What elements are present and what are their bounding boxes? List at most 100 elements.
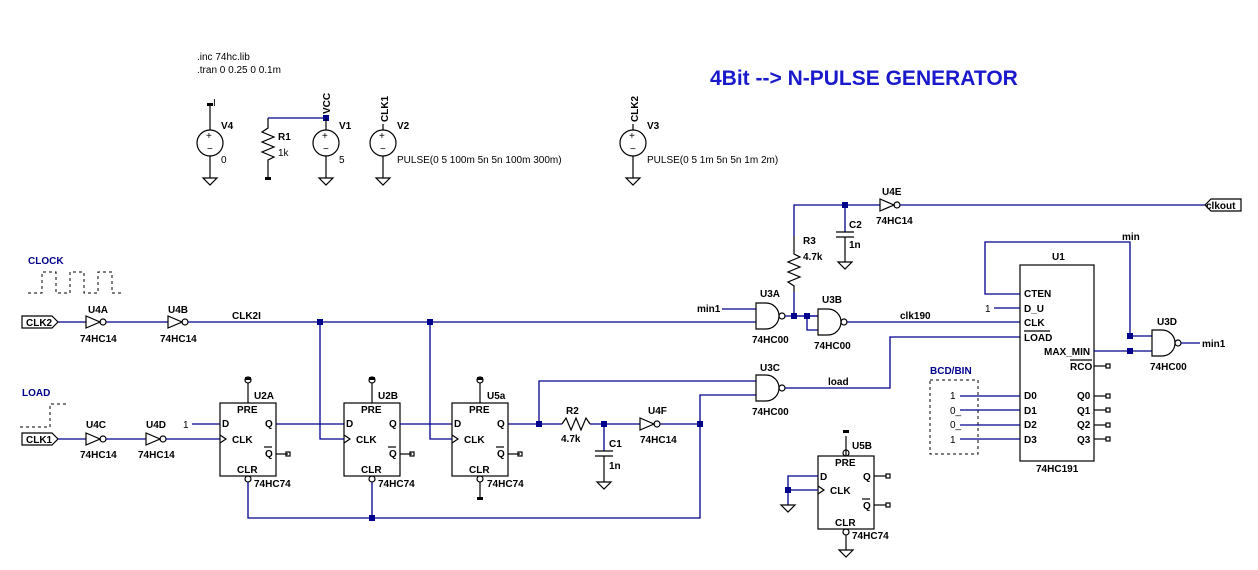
clk2-port-label: CLK2 — [26, 318, 53, 329]
svg-text:U3C: U3C — [760, 363, 780, 374]
include-directive: .inc 74hc.lib — [197, 52, 250, 63]
port-clkout: clkout — [1204, 198, 1242, 212]
bcd-box — [929, 379, 979, 455]
nand-u3d: U3D 74HC00 — [1150, 317, 1187, 373]
svg-text:74HC00: 74HC00 — [1150, 362, 1187, 373]
net-min1-out: min1 — [1202, 339, 1226, 350]
svg-text:D1: D1 — [1024, 406, 1037, 417]
svg-text:Q0: Q0 — [1077, 391, 1091, 402]
bcd-label: BCD/BIN — [930, 366, 972, 377]
svg-text:U4D: U4D — [146, 420, 166, 431]
nand-u3c: U3C 74HC00 — [752, 363, 789, 418]
svg-text:74HC00: 74HC00 — [752, 407, 789, 418]
svg-text:U4F: U4F — [648, 406, 667, 417]
resistor-r2: R2 4.7k — [561, 406, 591, 445]
net-clk2i: CLK2I — [232, 311, 261, 322]
svg-text:Q: Q — [389, 449, 397, 460]
svg-text:D: D — [820, 472, 827, 483]
v2-name: V2 — [397, 121, 410, 132]
svg-text:−: − — [380, 144, 386, 155]
v2-value: PULSE(0 5 100m 5n 5n 100m 300m) — [397, 155, 562, 166]
svg-text:U2B: U2B — [378, 391, 398, 402]
svg-text:0_: 0_ — [950, 406, 962, 417]
svg-text:Q2: Q2 — [1077, 420, 1091, 431]
clock-label: CLOCK — [28, 256, 64, 267]
svg-text:4.7k: 4.7k — [803, 252, 823, 263]
flipflop-u5a: PRE CLR D CLK Q Q U5a 74HC74 — [451, 376, 524, 500]
svg-text:CLK: CLK — [830, 486, 851, 497]
svg-text:1: 1 — [950, 435, 956, 446]
svg-text:CLK: CLK — [1024, 318, 1045, 329]
r1-name: R1 — [278, 132, 291, 143]
port-clk1: CLK1 — [21, 432, 59, 446]
svg-text:D: D — [346, 419, 353, 430]
svg-text:RCO: RCO — [1070, 362, 1092, 373]
svg-text:D3: D3 — [1024, 435, 1037, 446]
load-waveform — [20, 403, 68, 428]
svg-text:U5B: U5B — [852, 441, 872, 452]
svg-text:U4E: U4E — [882, 187, 902, 198]
svg-text:CLK: CLK — [356, 435, 377, 446]
svg-text:U3B: U3B — [822, 295, 842, 306]
r1-value: 1k — [278, 148, 290, 159]
svg-text:Q1: Q1 — [1077, 406, 1091, 417]
svg-text:+: + — [206, 131, 212, 142]
svg-text:74HC14: 74HC14 — [160, 334, 197, 345]
svg-text:Q: Q — [265, 449, 273, 460]
svg-text:1n: 1n — [609, 461, 621, 472]
svg-text:74HC14: 74HC14 — [80, 450, 117, 461]
inverter-u4d: U4D 74HC14 — [138, 420, 175, 461]
v3-name: V3 — [647, 121, 660, 132]
svg-text:Q: Q — [265, 419, 273, 430]
inverter-u4e: U4E 74HC14 — [876, 187, 913, 227]
source-v2: + − CLK1 V2 PULSE(0 5 100m 5n 5n 100m 30… — [369, 95, 562, 186]
svg-text:C2: C2 — [849, 220, 862, 231]
resistor-r1: R1 1k — [260, 117, 326, 180]
svg-text:−: − — [323, 144, 329, 155]
svg-text:CLK: CLK — [464, 435, 485, 446]
counter-u1: U1 74HC191 CTEN D_U CLK LOAD D0 D1 D2 D3… — [1019, 252, 1111, 475]
svg-text:Q: Q — [389, 419, 397, 430]
svg-text:Q: Q — [863, 472, 871, 483]
svg-text:CLR: CLR — [469, 465, 490, 476]
load-label: LOAD — [22, 388, 50, 399]
capacitor-c2: C2 1n — [836, 205, 862, 270]
svg-text:D0: D0 — [1024, 391, 1037, 402]
inverter-u4b: U4B 74HC14 — [160, 305, 197, 345]
v1-value: 5 — [339, 155, 345, 166]
svg-text:CLR: CLR — [361, 465, 382, 476]
svg-text:4.7k: 4.7k — [561, 434, 581, 445]
svg-text:74HC74: 74HC74 — [852, 531, 889, 542]
svg-text:Q: Q — [863, 501, 871, 512]
v3-value: PULSE(0 5 1m 5n 5n 1m 2m) — [647, 155, 778, 166]
v4-name: V4 — [221, 121, 234, 132]
svg-text:Q3: Q3 — [1077, 435, 1091, 446]
svg-text:74HC00: 74HC00 — [814, 341, 851, 352]
svg-text:PRE: PRE — [361, 405, 382, 416]
v4-value: 0 — [221, 155, 227, 166]
inverter-u4a: U4A 74HC14 — [80, 305, 117, 345]
svg-text:+: + — [322, 131, 328, 142]
flipflop-u5b: PRE CLR D CLK Q Q U5B 74HC74 — [817, 430, 891, 558]
schematic-title: 4Bit --> N-PULSE GENERATOR — [710, 67, 1018, 90]
svg-text:MAX_MIN: MAX_MIN — [1044, 347, 1090, 358]
u2a-d-value: 1 — [183, 420, 189, 431]
nand-u3a: U3A 74HC00 — [752, 289, 789, 346]
source-v1: + − VCC V1 5 — [312, 93, 352, 186]
svg-text:U4B: U4B — [168, 305, 188, 316]
svg-text:C1: C1 — [609, 439, 622, 450]
tran-directive: .tran 0 0.25 0 0.1m — [197, 65, 281, 76]
clock-waveform — [28, 271, 122, 294]
svg-text:74HC191: 74HC191 — [1036, 464, 1079, 475]
v1-name: V1 — [339, 121, 352, 132]
svg-text:74HC14: 74HC14 — [138, 450, 175, 461]
port-clk2: CLK2 — [21, 315, 59, 329]
flipflop-u2a: PRE CLR D CLK Q Q U2A 74HC74 — [219, 376, 291, 490]
svg-text:PRE: PRE — [469, 405, 490, 416]
svg-text:+: + — [379, 131, 385, 142]
svg-text:1: 1 — [950, 391, 956, 402]
du-value: 1 — [985, 304, 991, 315]
svg-text:U2A: U2A — [254, 391, 274, 402]
svg-text:U4A: U4A — [88, 305, 108, 316]
source-v3: + − CLK2 V3 PULSE(0 5 1m 5n 5n 1m 2m) — [619, 95, 778, 186]
